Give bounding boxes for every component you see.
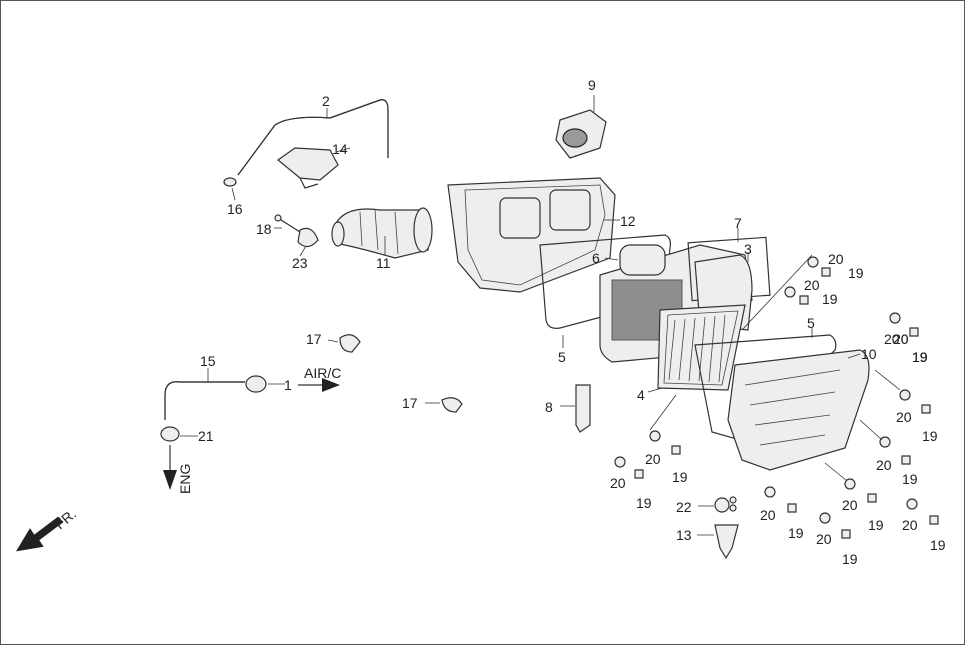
callout-19: 19 (842, 551, 858, 567)
callout-18: 18 (256, 221, 272, 237)
engine-direction-arrow (163, 445, 177, 490)
clip-17a-part (339, 334, 361, 353)
crankcase-hose-part (160, 375, 267, 442)
callout-19: 19 (848, 265, 864, 281)
callout-6: 6 (592, 250, 600, 266)
side-cover-part (727, 349, 870, 471)
joint-part (555, 109, 607, 159)
engine-label: ENG (177, 464, 193, 494)
callout-15: 15 (200, 353, 216, 369)
clamp-screw-part (274, 214, 319, 248)
callout-19: 19 (912, 349, 928, 365)
callout-16: 16 (227, 201, 243, 217)
drain-plug-part (714, 496, 739, 560)
callout-19: 19 (912, 349, 928, 365)
filter-element-part (657, 304, 746, 391)
callout-19: 19 (636, 495, 652, 511)
air-cleaner-label: AIR/C (304, 365, 341, 381)
callout-20: 20 (760, 507, 776, 523)
callout-22: 22 (676, 499, 692, 515)
callout-20: 20 (645, 451, 661, 467)
callout-9: 9 (588, 77, 596, 93)
intake-duct-part (331, 207, 433, 259)
callout-20: 20 (842, 497, 858, 513)
callout-21: 21 (198, 428, 214, 444)
callout-19: 19 (912, 349, 928, 365)
callout-5b: 5 (807, 315, 815, 331)
callout-20: 20 (896, 409, 912, 425)
hose-clip-part (223, 177, 237, 187)
air-cleaner-direction-arrow (298, 378, 340, 392)
callout-20: 20 (816, 531, 832, 547)
drain-tube-part (575, 384, 591, 433)
clip-17b-part (441, 397, 463, 413)
callout-23: 23 (292, 255, 308, 271)
washers-and-bolts (614, 256, 939, 539)
air-cleaner-case-part (447, 177, 616, 293)
callout-5a: 5 (558, 349, 566, 365)
callout-20: 20 (804, 277, 820, 293)
callout-4: 4 (637, 387, 645, 403)
leader-lines (180, 95, 901, 536)
callout-17b: 17 (402, 395, 418, 411)
callout-20: 20 (876, 457, 892, 473)
callout-17a: 17 (306, 331, 322, 347)
callout-20: 20 (828, 251, 844, 267)
callout-19: 19 (922, 428, 938, 444)
callout-19: 19 (788, 525, 804, 541)
callout-2: 2 (322, 93, 330, 109)
callout-7: 7 (734, 215, 742, 231)
callout-10: 10 (861, 346, 877, 362)
callout-19: 19 (672, 469, 688, 485)
callout-20: 20 (893, 331, 909, 347)
callout-20: 20 (610, 475, 626, 491)
callout-14: 14 (332, 141, 348, 157)
callout-3: 3 (744, 241, 752, 257)
callout-19: 19 (930, 537, 946, 553)
callout-labels: 1 2 3 4 5 5 6 7 8 9 10 11 12 13 14 15 16… (52, 77, 946, 567)
callout-20: 20 (902, 517, 918, 533)
callout-11: 11 (376, 255, 391, 271)
bracket-part (277, 147, 339, 189)
callout-20: 20 (884, 331, 900, 347)
callout-12: 12 (620, 213, 636, 229)
callout-19: 19 (822, 291, 838, 307)
callout-1: 1 (284, 377, 292, 393)
callout-13: 13 (676, 527, 692, 543)
callout-19: 19 (902, 471, 918, 487)
callout-19: 19 (868, 517, 884, 533)
breather-hose-part (237, 99, 389, 176)
callout-8: 8 (545, 399, 553, 415)
callout-20: 20 (893, 331, 909, 347)
front-direction-arrow (16, 516, 64, 552)
